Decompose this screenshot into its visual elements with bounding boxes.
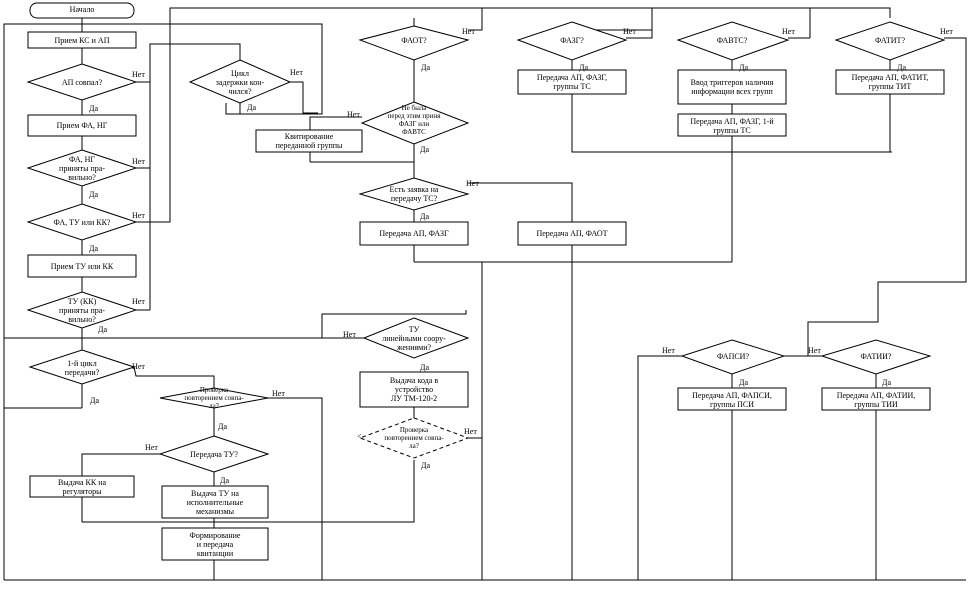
no-send-tu: Нет xyxy=(145,443,158,452)
no-fatit: Нет xyxy=(940,27,953,36)
no-recheck-left: Нет xyxy=(272,389,285,398)
yes-recheck-left: Да xyxy=(218,422,228,431)
process-triggers xyxy=(677,69,787,105)
no-fatii: Нет xyxy=(808,346,821,355)
no-recheck-right: Нет xyxy=(464,427,477,436)
yes-tu-line: Да xyxy=(420,363,430,372)
yes-fa-tu-kk: Да xyxy=(89,244,99,253)
decision-recheck-right xyxy=(358,417,470,459)
no-tu-line: Нет xyxy=(343,330,356,339)
decision-fazg xyxy=(516,21,628,61)
decision-fapsi xyxy=(680,339,786,375)
decision-fatii xyxy=(820,339,932,375)
process-send-tii xyxy=(821,387,931,411)
process-recv-ks-ap xyxy=(27,31,137,49)
decision-favts xyxy=(676,21,790,61)
yes-fatii: Да xyxy=(882,378,892,387)
process-send-tit xyxy=(835,69,945,95)
no-ts-request: Нет xyxy=(466,179,479,188)
yes-first-cycle: Да xyxy=(90,396,100,405)
yes-send-tu: Да xyxy=(220,476,230,485)
yes-favts: Да xyxy=(739,63,749,72)
process-recv-tu-kk xyxy=(27,254,137,278)
decision-tu-line xyxy=(362,317,470,359)
no-prev-sent: Нет xyxy=(347,110,360,119)
no-fapsi: Нет xyxy=(662,346,675,355)
yes-fa-ng-ok: Да xyxy=(89,190,99,199)
yes-faot: Да xyxy=(421,63,431,72)
no-fa-ng-ok: Нет xyxy=(132,157,145,166)
yes-fapsi: Да xyxy=(739,378,749,387)
yes-tu-kk-ok: Да xyxy=(98,325,108,334)
no-fazg: Нет xyxy=(623,27,636,36)
yes-delay-done: Да xyxy=(247,103,257,112)
no-faot: Нет xyxy=(462,27,475,36)
yes-prev-sent: Да xyxy=(420,145,430,154)
yes-ts-request: Да xyxy=(420,212,430,221)
process-form-ack xyxy=(161,527,269,561)
connector-lines xyxy=(3,7,967,581)
process-send-ts-fazg1 xyxy=(677,113,787,137)
decision-fa-tu-kk xyxy=(26,203,138,241)
no-first-cycle: Нет xyxy=(132,362,145,371)
decision-prev-sent xyxy=(360,101,470,145)
process-code-out xyxy=(359,371,469,408)
decision-delay-done xyxy=(188,59,292,104)
decision-faot xyxy=(358,25,470,61)
process-recv-fa-ng xyxy=(27,114,137,137)
decision-recheck-left xyxy=(159,387,269,409)
process-ack-group xyxy=(255,129,363,153)
decision-tu-kk-ok xyxy=(26,291,138,329)
recheck-right-lt-mark: < xyxy=(357,432,362,441)
decision-fatit xyxy=(834,21,946,61)
process-send-ap-faot xyxy=(517,221,627,246)
yes-fatit: Да xyxy=(897,63,907,72)
no-fa-tu-kk: Нет xyxy=(132,211,145,220)
no-ap-match: Нет xyxy=(132,70,145,79)
decision-send-tu xyxy=(158,435,270,473)
process-kk-out xyxy=(29,475,135,498)
no-favts: Нет xyxy=(782,27,795,36)
yes-ap-match: Да xyxy=(89,104,99,113)
process-send-ts-fazg xyxy=(517,69,627,95)
start-terminal xyxy=(29,2,135,19)
flowchart-shapes xyxy=(26,2,946,561)
yes-recheck-right: Да xyxy=(421,461,431,470)
decision-ap-match xyxy=(26,63,138,101)
decision-first-cycle xyxy=(28,349,136,385)
decision-ts-request xyxy=(358,177,470,211)
process-tu-out xyxy=(161,485,269,519)
yes-fazg: Да xyxy=(579,63,589,72)
decision-fa-ng-ok xyxy=(26,149,138,187)
process-send-psi xyxy=(677,387,787,411)
no-delay-done: Нет xyxy=(290,68,303,77)
process-send-ap-fazg xyxy=(359,221,469,246)
no-tu-kk-ok: Нет xyxy=(132,297,145,306)
